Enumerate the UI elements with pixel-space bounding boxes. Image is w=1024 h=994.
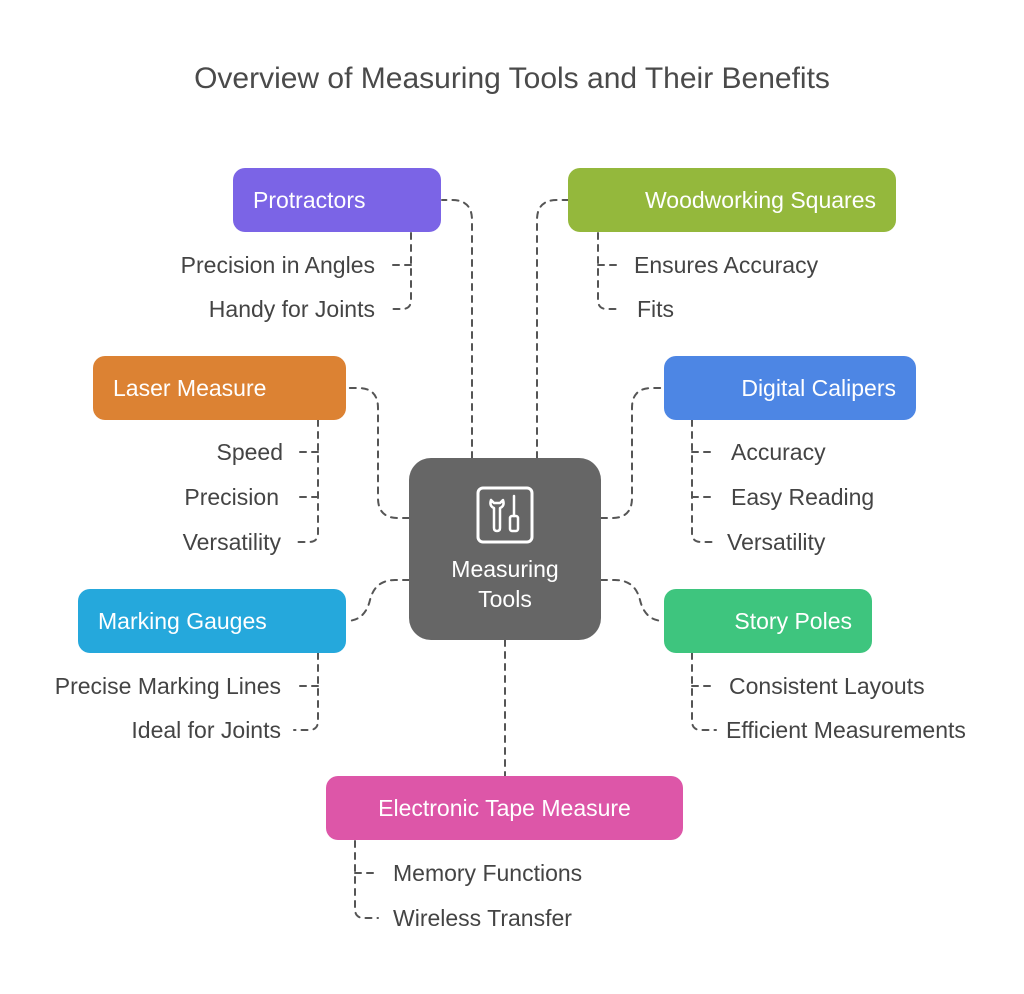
node-woodworking-squares: Woodworking Squares: [568, 168, 896, 232]
benefit-item: Precise Marking Lines: [54, 673, 281, 699]
benefit-item: Precision: [184, 484, 279, 510]
node-label: Story Poles: [734, 607, 852, 634]
benefit-item: Speed: [216, 439, 283, 465]
node-protractors: Protractors: [233, 168, 441, 232]
center-hub: Measuring Tools: [409, 458, 601, 640]
connector-digital-calipers: [600, 387, 665, 519]
node-label: Digital Calipers: [741, 374, 896, 401]
benefit-item: Consistent Layouts: [729, 673, 925, 699]
center-label-line1: Measuring: [451, 556, 559, 582]
connector-protractors: [441, 199, 473, 459]
node-digital-calipers: Digital Calipers: [664, 356, 916, 420]
connector-woodworking-squares: [536, 199, 569, 459]
node-electronic-tape-measure: Electronic Tape Measure: [326, 776, 683, 840]
benefit-item: Wireless Transfer: [393, 905, 572, 931]
benefit-item: Versatility: [182, 529, 281, 555]
benefit-item: Efficient Measurements: [726, 717, 966, 743]
node-label: Laser Measure: [113, 374, 267, 401]
benefit-item: Accuracy: [731, 439, 826, 465]
node-label: Woodworking Squares: [645, 186, 876, 213]
node-laser-measure: Laser Measure: [93, 356, 346, 420]
connector-marking-gauges: [345, 579, 410, 622]
center-label: Measuring Tools: [409, 554, 601, 614]
benefit-item: Ensures Accuracy: [634, 252, 819, 278]
center-label-line2: Tools: [478, 586, 532, 612]
benefit-item: Precision in Angles: [180, 252, 375, 278]
benefit-item: Versatility: [727, 529, 826, 555]
connector-story-poles: [600, 579, 665, 622]
benefit-item: Handy for Joints: [208, 296, 375, 322]
benefit-item: Memory Functions: [393, 860, 583, 886]
tools-icon: [476, 486, 534, 544]
benefit-item: Ideal for Joints: [131, 717, 281, 743]
connector-laser-measure: [345, 387, 410, 519]
node-label: Protractors: [253, 186, 366, 213]
diagram-title: Overview of Measuring Tools and Their Be…: [194, 62, 830, 95]
node-story-poles: Story Poles: [664, 589, 872, 653]
node-label: Marking Gauges: [98, 607, 267, 634]
benefit-item: Fits: [637, 296, 675, 322]
benefit-item: Easy Reading: [731, 484, 875, 510]
node-label: Electronic Tape Measure: [378, 794, 631, 821]
node-marking-gauges: Marking Gauges: [78, 589, 346, 653]
